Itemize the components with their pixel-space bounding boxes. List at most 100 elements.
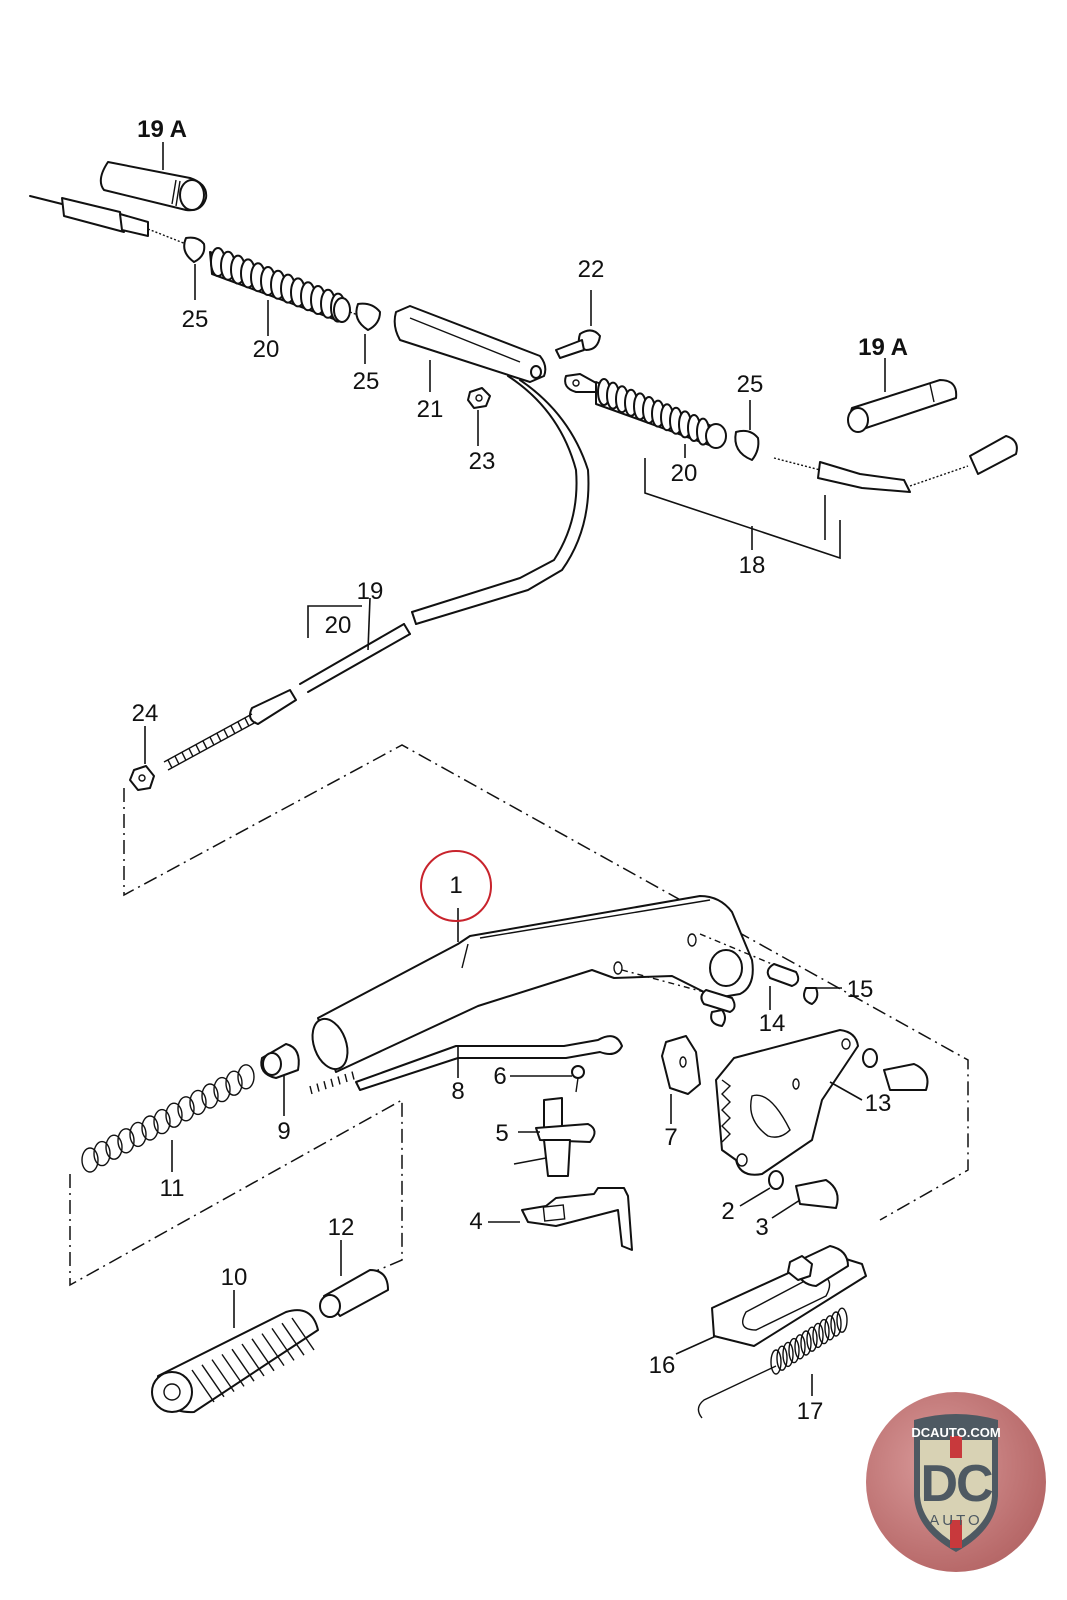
callout-3[interactable]: 3 (755, 1214, 769, 1241)
cable-19-lower (163, 623, 411, 771)
thread (209, 736, 215, 746)
callout-4[interactable]: 4 (469, 1208, 483, 1235)
callout-19[interactable]: 19 (356, 578, 384, 605)
callout-20[interactable]: 20 (324, 612, 352, 639)
thread (316, 1083, 320, 1092)
callout-8[interactable]: 8 (451, 1078, 465, 1105)
callout-17[interactable]: 17 (796, 1398, 824, 1425)
coil (776, 1345, 788, 1371)
sleeve-12 (319, 1269, 389, 1318)
thread (191, 1369, 215, 1403)
bracket-lines (307, 458, 841, 651)
logo-sub-text: AUTO (929, 1512, 983, 1529)
callout-25[interactable]: 25 (736, 371, 764, 398)
cable-end-rod-left (29, 195, 187, 245)
thread (237, 721, 243, 731)
brake-lever-1 (311, 895, 754, 1073)
clip-25-a (183, 236, 206, 263)
thread (188, 748, 194, 757)
switch-5-screw-6 (513, 1065, 596, 1177)
pawl-7 (661, 1035, 701, 1095)
coil (189, 1089, 207, 1116)
callout-2[interactable]: 2 (721, 1198, 735, 1225)
coil (81, 1147, 99, 1173)
callout-25[interactable]: 25 (181, 306, 209, 333)
leader-lines (144, 142, 886, 1396)
thread (223, 729, 229, 738)
spring-boot-20-a (209, 247, 377, 323)
callout-19a-right[interactable]: 19 A (858, 334, 908, 361)
equalizer-21 (393, 305, 547, 383)
thread (344, 1073, 348, 1083)
coil (836, 1307, 848, 1333)
thread (230, 725, 236, 735)
bolt-22 (555, 329, 601, 359)
thread (291, 1317, 315, 1351)
cable-guide-sleeve-19a-right (847, 379, 958, 433)
thread (244, 717, 250, 727)
coil (770, 1349, 782, 1375)
coil (794, 1334, 806, 1360)
callout-24[interactable]: 24 (131, 700, 159, 727)
callout-22[interactable]: 22 (577, 256, 605, 283)
callout-6[interactable]: 6 (493, 1063, 507, 1090)
coil (830, 1311, 842, 1337)
callout-7[interactable]: 7 (664, 1124, 678, 1151)
thread (271, 1328, 295, 1361)
coil (225, 1070, 243, 1096)
thread (202, 740, 208, 750)
release-rod-8 (309, 1035, 623, 1095)
callout-16[interactable]: 16 (648, 1352, 676, 1379)
callout-14[interactable]: 14 (758, 1010, 786, 1037)
thread (174, 755, 180, 765)
callout-19a-top[interactable]: 19 A (137, 116, 187, 143)
thread (216, 733, 222, 742)
callout-20[interactable]: 20 (252, 336, 280, 363)
mount-plate-16 (711, 1245, 867, 1347)
coil (812, 1322, 824, 1349)
ratchet-sector-13 (715, 1029, 859, 1176)
coil (788, 1337, 800, 1364)
callout-10[interactable]: 10 (220, 1264, 248, 1291)
coil (800, 1330, 812, 1356)
handle-assembly-outline (69, 1098, 403, 1287)
logo-mark-text: DC (920, 1455, 993, 1513)
washers-bolts-2-3 (768, 1048, 929, 1209)
callout-15[interactable]: 15 (846, 976, 874, 1003)
spring-17 (697, 1307, 848, 1419)
nut-23 (467, 387, 491, 409)
bracket-4 (521, 1187, 633, 1251)
callout-9[interactable]: 9 (277, 1118, 291, 1145)
thread (201, 1364, 225, 1398)
thread (221, 1354, 245, 1387)
callout-1[interactable]: 1 (449, 872, 463, 899)
callout-5[interactable]: 5 (495, 1120, 509, 1147)
coil (105, 1134, 123, 1160)
callout-21[interactable]: 21 (416, 396, 444, 423)
shield-icon (914, 1414, 998, 1552)
coil (237, 1064, 255, 1090)
assembly-outline (123, 744, 969, 1221)
callout-12[interactable]: 12 (327, 1214, 355, 1241)
coil (177, 1096, 195, 1122)
coil (806, 1326, 818, 1352)
grip-10 (151, 1309, 319, 1414)
thread (167, 759, 173, 769)
coil (824, 1315, 836, 1341)
thread (330, 1078, 334, 1087)
thread (211, 1359, 235, 1392)
dcauto-watermark-logo: DCAUTO.COM DC AUTO (866, 1392, 1046, 1572)
callout-18[interactable]: 18 (738, 552, 766, 579)
callout-13[interactable]: 13 (864, 1090, 892, 1117)
thread (241, 1343, 265, 1377)
callout-25[interactable]: 25 (352, 368, 380, 395)
callout-20[interactable]: 20 (670, 460, 698, 487)
rear-cable-18 (773, 435, 1018, 493)
thread (181, 752, 187, 761)
callout-11[interactable]: 11 (159, 1175, 185, 1202)
callout-23[interactable]: 23 (468, 448, 496, 475)
thread (309, 1085, 313, 1095)
nut-24 (129, 765, 155, 791)
coil (153, 1108, 171, 1135)
